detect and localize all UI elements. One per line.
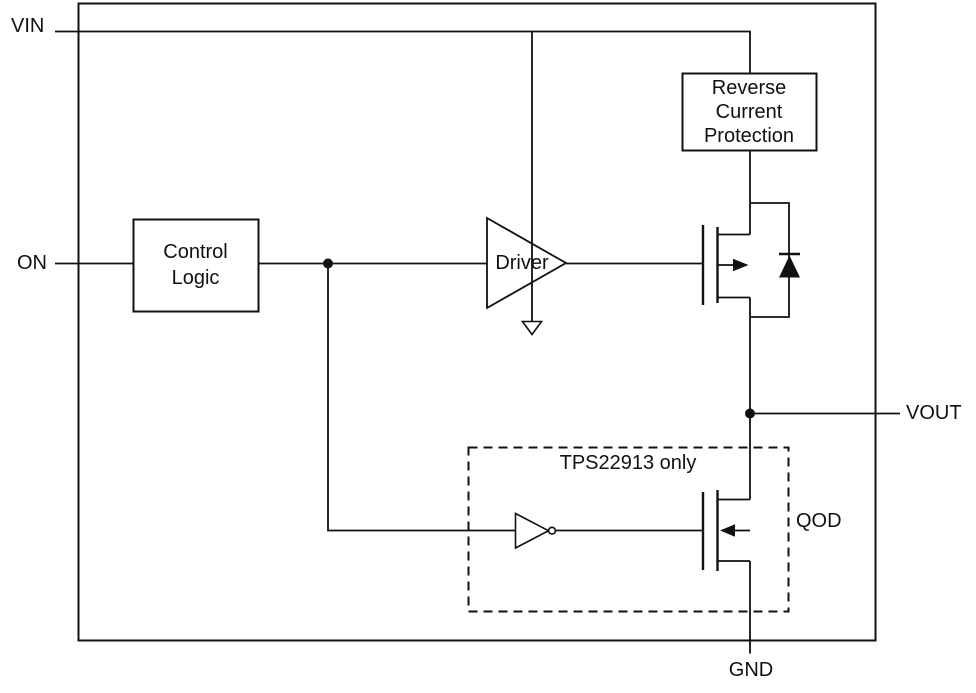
pass-fet-symbol (701, 225, 750, 305)
on-port-label: ON (17, 252, 47, 274)
inverter-symbol (514, 512, 703, 550)
driver-buffer-symbol (486, 216, 568, 310)
junction-dot-control (323, 258, 333, 269)
inverter-bubble (547, 526, 557, 535)
control-logic-label: Control Logic (133, 219, 258, 311)
gnd-port-label: GND (728, 659, 774, 681)
rcp-line2: Current (715, 100, 783, 123)
vin-wire (55, 30, 751, 74)
driver-label: Driver (495, 252, 549, 274)
reverse-current-protection-box (681, 72, 818, 152)
rcp-line3: Protection (703, 124, 795, 147)
rcp-line1: Reverse (711, 76, 787, 99)
junction-dot-vout (745, 408, 755, 419)
vin-port-label: VIN (11, 15, 45, 37)
body-diode-symbol (750, 202, 800, 318)
inverter-triangle (514, 512, 551, 550)
body-diode-loop-wire (750, 202, 790, 318)
qod-branch-wire (327, 263, 516, 532)
control-logic-line1: Control (163, 241, 228, 263)
reverse-current-protection-label: Reverse Current Protection (682, 73, 816, 150)
qod-label: QOD (796, 510, 842, 532)
body-diode-triangle (779, 255, 800, 278)
control-logic-box (132, 218, 260, 313)
tps22913-only-dashed-box (467, 446, 790, 613)
pass-fet-arrow (733, 258, 749, 272)
ic-boundary-box (77, 2, 877, 642)
tps22913-only-label: TPS22913 only (559, 452, 697, 474)
qod-fet-symbol (701, 490, 750, 571)
qod-fet-arrow (720, 524, 735, 537)
control-logic-line2: Logic (171, 267, 220, 289)
vout-port-label: VOUT (906, 402, 962, 424)
ground-symbol-icon (520, 320, 544, 336)
